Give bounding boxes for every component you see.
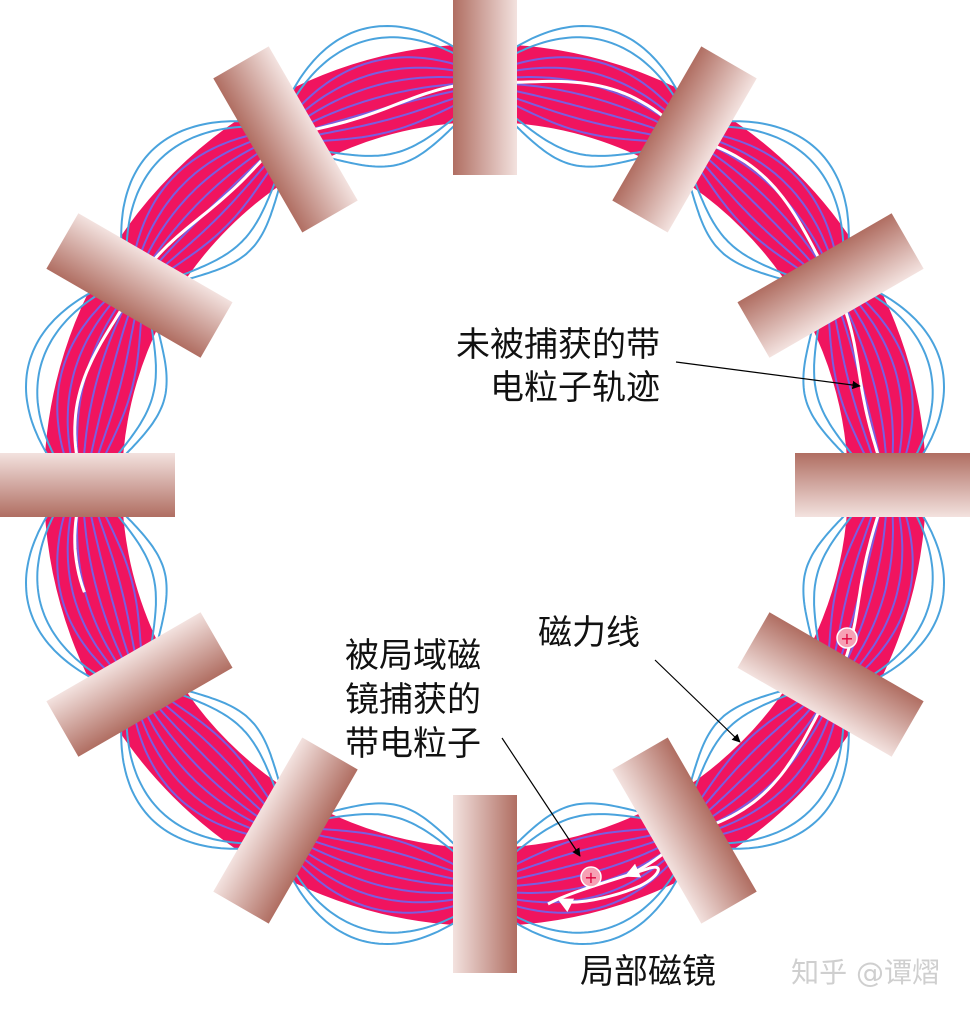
label-untrapped-line2: 电粒子轨迹 xyxy=(490,368,660,408)
label-trapped-line1: 被局域磁 xyxy=(345,636,481,676)
coil-block xyxy=(453,0,517,175)
coil-block xyxy=(453,795,517,973)
coil-block xyxy=(737,213,924,358)
plasma-ring-band xyxy=(44,44,926,926)
coil-block xyxy=(612,737,757,924)
coil-block xyxy=(46,612,233,757)
untrapped-particle: + xyxy=(836,627,858,649)
coil xyxy=(737,213,924,358)
particle-sign: + xyxy=(840,629,853,648)
arrow-field-lines xyxy=(654,659,741,743)
particle-sign: + xyxy=(584,868,597,887)
coil xyxy=(213,46,358,233)
coil xyxy=(0,453,175,517)
coil-block xyxy=(46,213,233,358)
coil-block xyxy=(213,737,358,924)
coil-block xyxy=(0,453,175,517)
label-local-mirror: 局部磁镜 xyxy=(580,952,716,992)
coil-block xyxy=(737,612,924,757)
coil xyxy=(612,737,757,924)
coil xyxy=(213,737,358,924)
coil xyxy=(795,453,970,517)
coil xyxy=(737,612,924,757)
label-untrapped-line1: 未被捕获的带 xyxy=(456,325,660,365)
coil-group xyxy=(0,0,970,973)
arrow-trapped xyxy=(501,737,581,857)
coil xyxy=(46,612,233,757)
coil xyxy=(612,46,757,233)
coil xyxy=(46,213,233,358)
label-field-lines: 磁力线 xyxy=(538,613,640,653)
coil-block xyxy=(213,46,358,233)
watermark: 知乎 @谭熠 xyxy=(791,956,940,989)
label-trapped-line2: 镜捕获的 xyxy=(345,680,481,720)
plasma-ring xyxy=(44,44,926,926)
coil xyxy=(453,0,517,175)
coil xyxy=(453,795,517,973)
label-trapped-line3: 带电粒子 xyxy=(345,724,481,764)
coil-block xyxy=(795,453,970,517)
arrow-untrapped xyxy=(675,361,861,390)
trapped-particle: + xyxy=(580,866,602,888)
coil-block xyxy=(612,46,757,233)
